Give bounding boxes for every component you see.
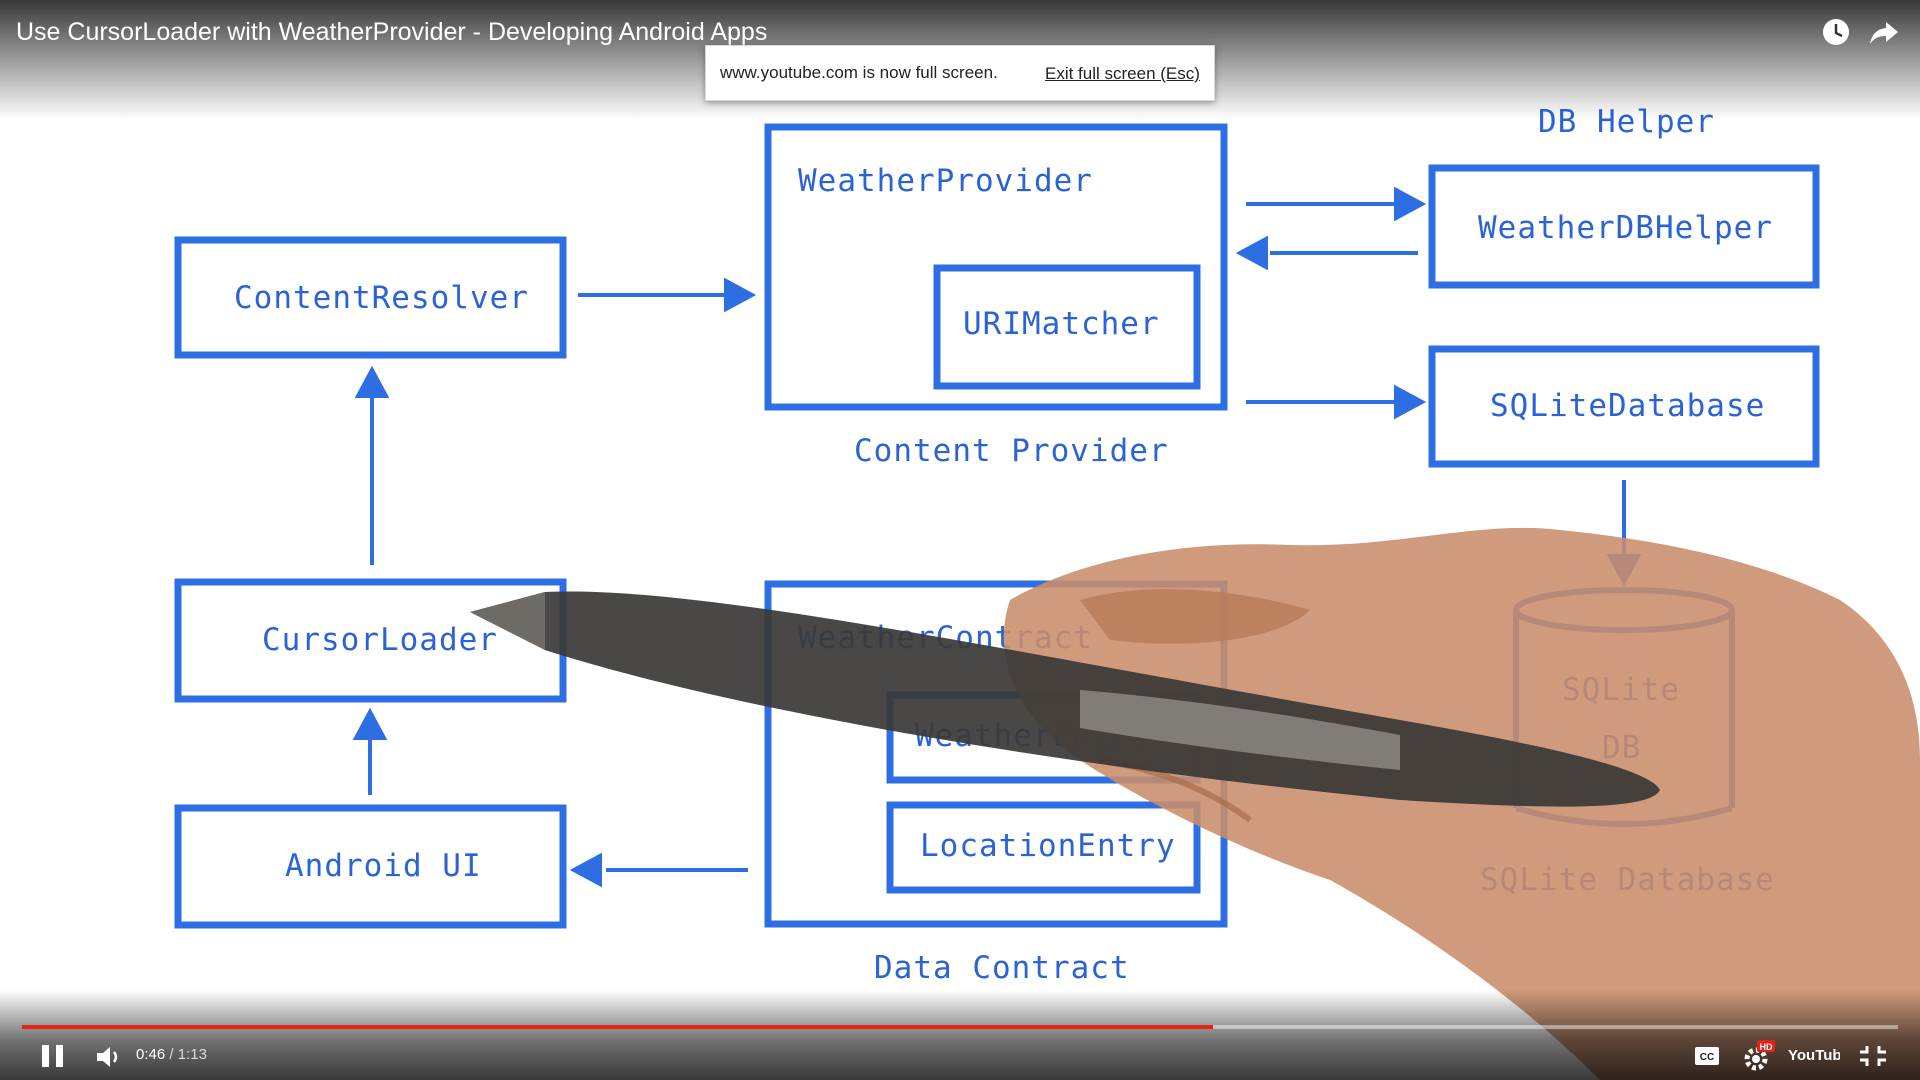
time-separator: / (165, 1046, 178, 1063)
cc-label: CC (1700, 1052, 1714, 1063)
weather-provider-box (764, 123, 1228, 411)
data-contract-caption: Data Contract (874, 950, 1130, 986)
weather-entry-label: WeatherEntry (915, 718, 1151, 754)
settings-gear-icon[interactable]: HD (1741, 1040, 1775, 1072)
hd-badge-text: HD (1760, 1042, 1773, 1052)
content-resolver-label: ContentResolver (234, 280, 529, 316)
fullscreen-notice-text: www.youtube.com is now full screen. (720, 63, 998, 82)
android-ui-box (174, 804, 567, 929)
progress-bar[interactable] (22, 1025, 1898, 1029)
content-provider-caption: Content Provider (854, 433, 1169, 469)
weather-db-helper-box (1428, 164, 1820, 289)
sqlite-database-caption: SQLite Database (1480, 862, 1775, 898)
exit-fullscreen-icon[interactable] (1858, 1044, 1888, 1068)
exit-fullscreen-link[interactable]: Exit full screen (Esc) (1045, 64, 1200, 83)
progress-played (22, 1025, 1214, 1029)
hd-badge (1757, 1040, 1775, 1052)
video-title[interactable]: Use CursorLoader with WeatherProvider - … (16, 18, 768, 46)
android-ui-label: Android UI (285, 848, 482, 884)
volume-icon[interactable] (95, 1044, 123, 1070)
weather-contract-label: WeatherContract (798, 620, 1093, 656)
location-entry-label: LocationEntry (920, 828, 1176, 864)
sqlite-db-label-line1: SQLite (1562, 672, 1680, 708)
sqlite-database-label: SQLiteDatabase (1490, 388, 1766, 424)
controls-gradient (0, 990, 1920, 1080)
content-resolver-box (174, 236, 567, 359)
captions-button[interactable]: CC (1694, 1046, 1720, 1066)
youtube-logo-text: YouTube (1788, 1047, 1840, 1064)
current-time: 0:46 (136, 1046, 166, 1063)
cursor-loader-label: CursorLoader (262, 622, 498, 658)
weather-provider-label: WeatherProvider (798, 163, 1093, 199)
fullscreen-notice: www.youtube.com is now full screen. Exit… (705, 45, 1215, 101)
share-icon[interactable] (1866, 14, 1902, 50)
uri-matcher-label: URIMatcher (963, 306, 1160, 342)
sqlite-db-label-line2: DB (1602, 730, 1642, 766)
sqlite-database-box (1428, 345, 1820, 468)
pause-button[interactable] (40, 1042, 66, 1070)
watch-later-icon[interactable] (1818, 14, 1854, 50)
youtube-logo[interactable]: YouTube (1788, 1044, 1840, 1066)
time-display: 0:46 / 1:13 (136, 1046, 207, 1063)
duration: 1:13 (177, 1046, 207, 1063)
weather-db-helper-label: WeatherDBHelper (1478, 210, 1773, 246)
uri-matcher-box (933, 264, 1201, 390)
